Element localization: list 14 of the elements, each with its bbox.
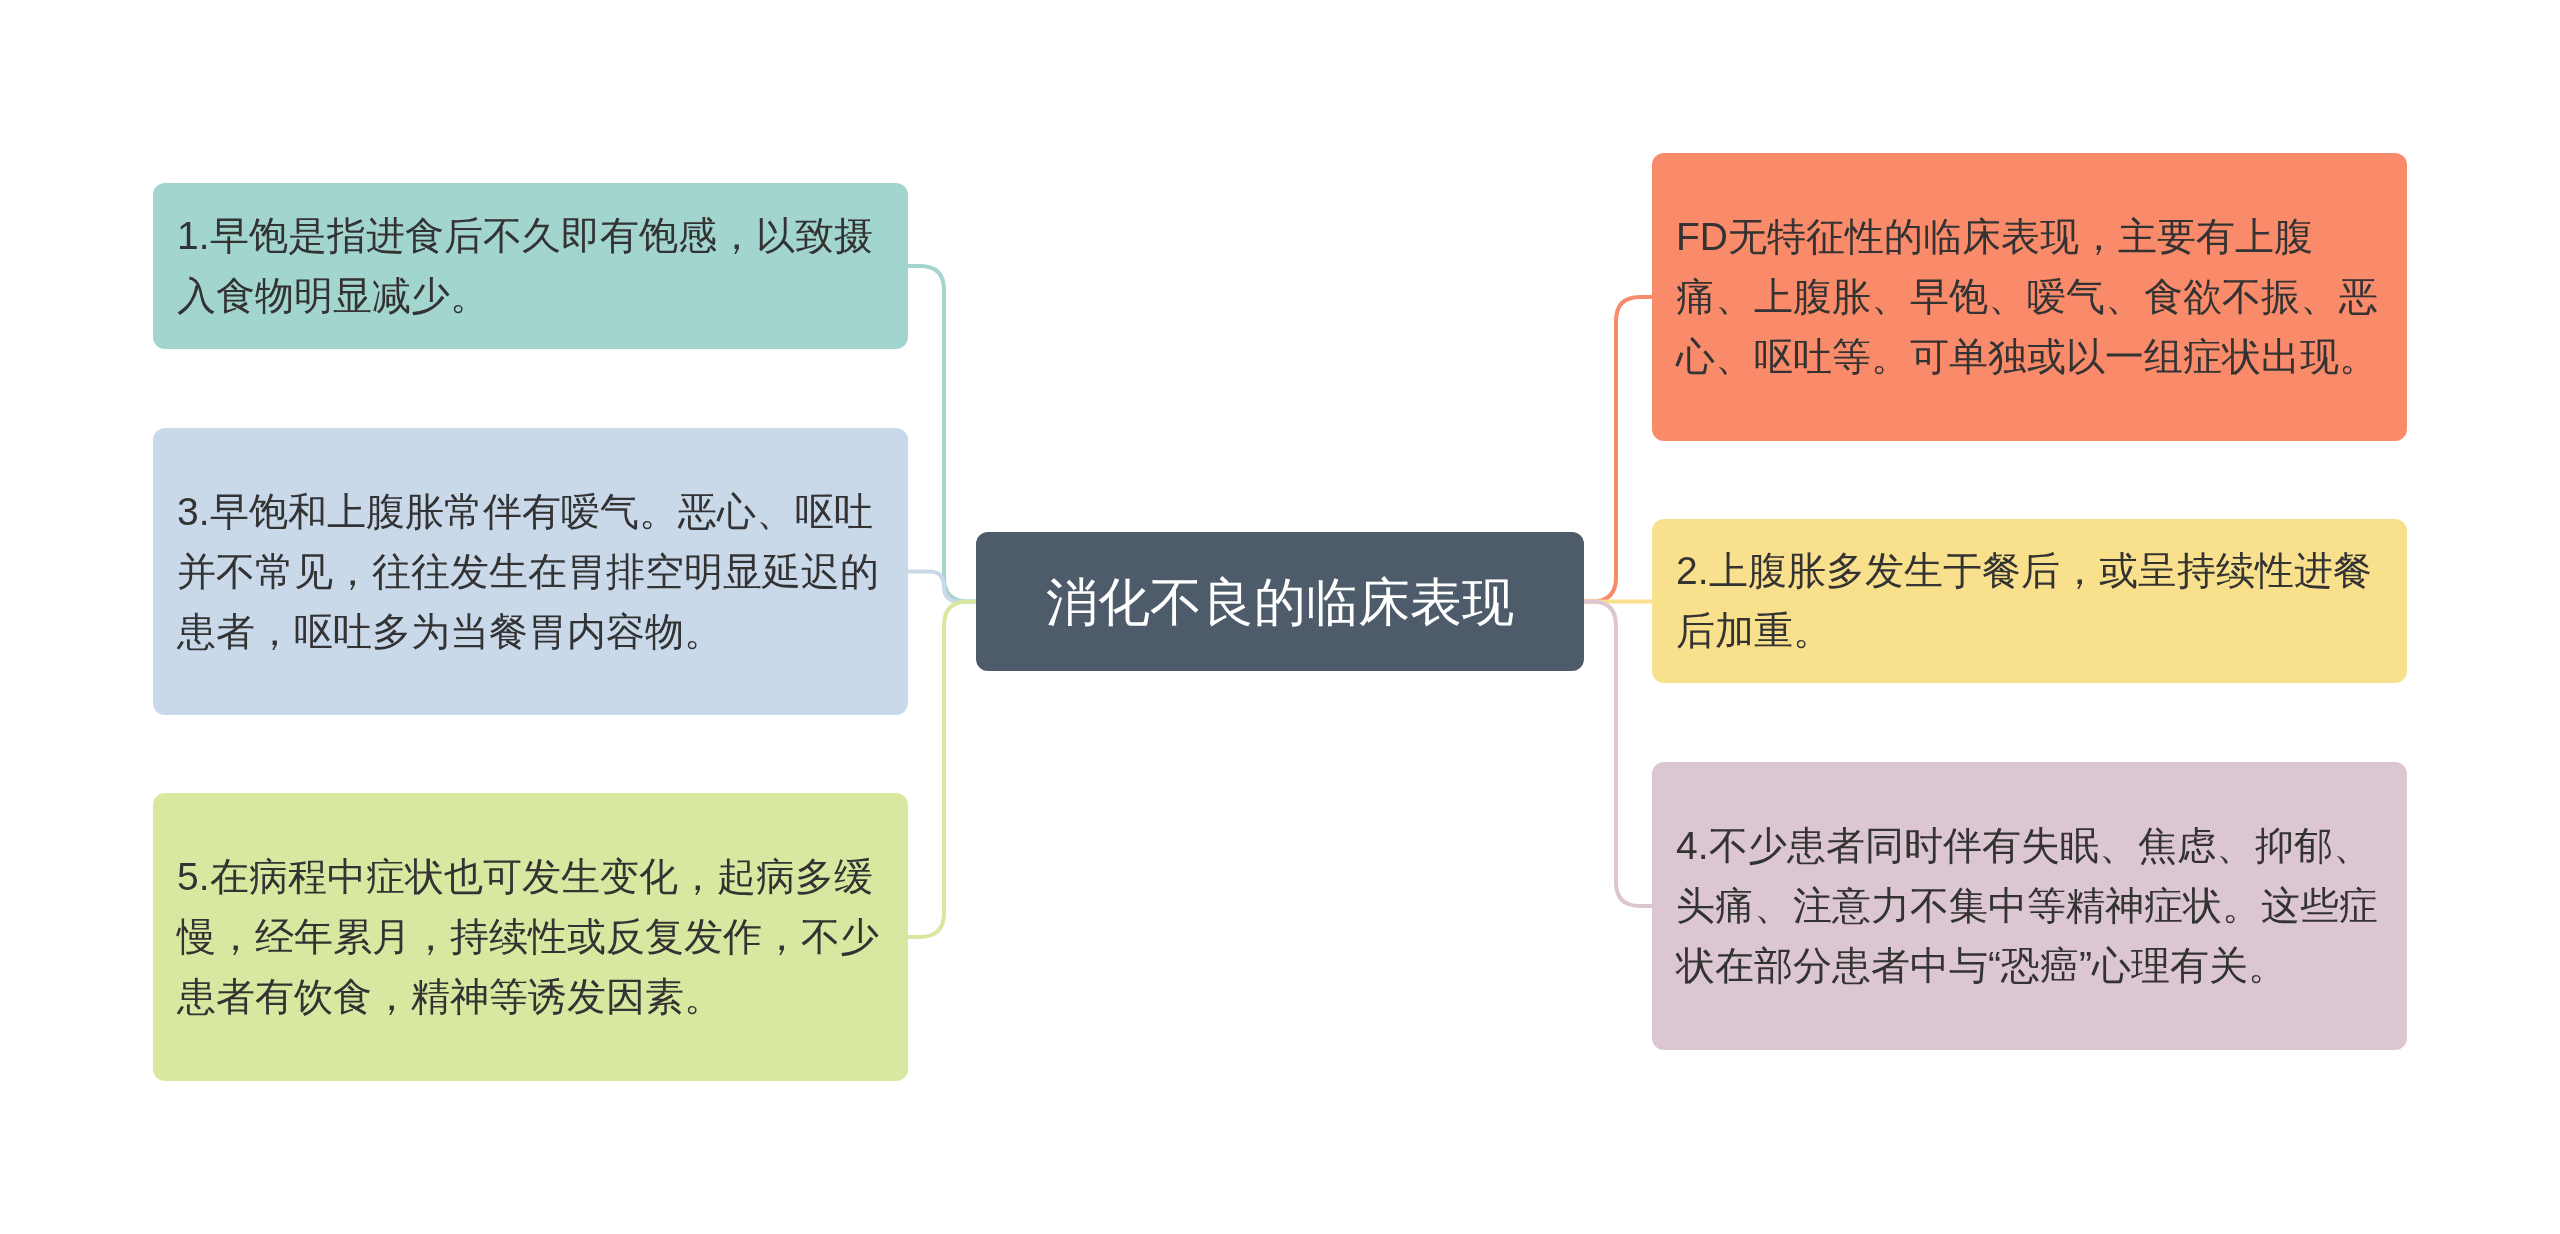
topic-box — [153, 183, 908, 349]
topic-box — [1652, 153, 2407, 441]
topic-text: 3.早饱和上腹胀常伴有嗳气。恶心、呕吐并不常见，往往发生在胃排空明显延迟的患者，呕吐多为当餐胃内容物。 — [177, 488, 880, 655]
topic-box — [153, 793, 908, 1081]
topic-box — [1652, 519, 2407, 683]
topic-text: FD无特征性的临床表现，主要有上腹痛、上腹胀、早饱、嗳气、食欲不振、恶心、呕吐等。可单独或以一组症状出现。 — [1676, 214, 2379, 380]
topic-text: 5.在病程中症状也可发生变化，起病多缓慢，经年累月，持续性或反复发作，不少患者有饮食，精神等诱发因素。 — [177, 854, 880, 1020]
topic-text: 2.上腹胀多发生于餐后，或呈持续性进餐后加重。 — [1676, 548, 2373, 654]
central-topic-box — [976, 532, 1584, 671]
topic-box — [153, 428, 908, 715]
topic-text: 4.不少患者同时伴有失眠、焦虑、抑郁、头痛、注意力不集中等精神症状。这些症状在部分患者中与“恐癌”心理有关。 — [1676, 823, 2379, 989]
topic-title: 消化不良的临床表现 — [1046, 571, 1514, 632]
topic-text: 1.早饱是指进食后不久即有饱感，以致摄入食物明显减少。 — [177, 213, 874, 319]
topic-box — [1652, 762, 2407, 1050]
